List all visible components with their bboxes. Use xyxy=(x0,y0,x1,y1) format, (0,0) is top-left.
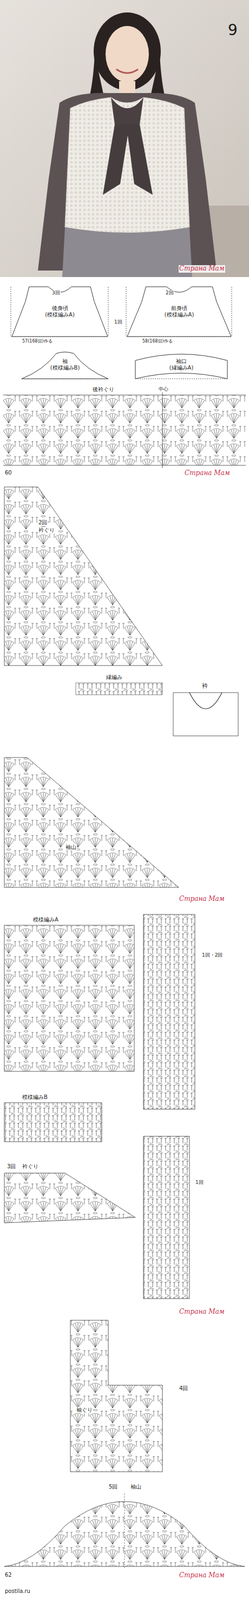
chart-label: 袖山 xyxy=(64,844,77,851)
chart-label: 縁編み xyxy=(105,674,123,681)
piece-name: 後身頃 xyxy=(51,305,69,313)
chart-label: 袖山 xyxy=(129,1484,142,1491)
stitch-name: (縁編みA) xyxy=(169,364,194,372)
chart-label: 袖ぐり xyxy=(75,1407,94,1414)
piece-name: 袖口 xyxy=(175,358,187,366)
chart-label: 3回 xyxy=(51,290,61,296)
chart-label: 模様編みA xyxy=(32,916,60,924)
watermark: Страна Мам xyxy=(178,265,226,273)
chart-label: 中心 xyxy=(158,386,169,392)
watermark: Страна Мам xyxy=(178,1308,226,1317)
chart-label: 衿ぐり xyxy=(21,1163,39,1171)
chart-label: postila.ru xyxy=(4,1588,31,1596)
pattern-number: 9 xyxy=(227,21,239,39)
chart-label: 3回 xyxy=(6,1163,17,1171)
chart-label: 62 xyxy=(4,1572,13,1579)
watermark: Страна Мам xyxy=(184,469,231,478)
garment-piece: 袖(模様編みB) xyxy=(21,350,109,379)
chart-label: 4回 xyxy=(178,1385,189,1393)
chart-label: 58(168目)作る xyxy=(141,338,174,344)
chart-label: 60 xyxy=(4,469,13,477)
chart-label: 衿 xyxy=(201,683,209,691)
chart-label: 5回 xyxy=(108,1484,119,1491)
chart-label: 1回 xyxy=(194,1180,205,1186)
stitch-name: (模様編みA) xyxy=(44,311,75,319)
chart-label: 2回 xyxy=(165,290,175,296)
chart-label: 1回・2回 xyxy=(201,952,224,959)
chart-label: 57(168目)作る xyxy=(21,338,54,344)
chart-label: 1回 xyxy=(113,319,123,325)
garment-piece: 前身頃(模様編みA) xyxy=(127,286,232,337)
watermark: Страна Мам xyxy=(178,895,226,904)
chart-label: 2回 xyxy=(37,519,48,527)
chart-label: 後衿ぐり xyxy=(92,386,115,393)
chart-label: 衿ぐり xyxy=(37,527,56,534)
stitch-name: (模様編みA) xyxy=(164,311,195,319)
stitch-name: (模様編みB) xyxy=(50,364,81,372)
piece-name: 袖 xyxy=(62,358,68,366)
chart-label: 模様編みB xyxy=(21,1094,49,1102)
watermark: Страна Мам xyxy=(178,1572,226,1581)
garment-piece: 袖口(縁編みA) xyxy=(135,350,228,379)
piece-name: 前身頃 xyxy=(171,305,188,313)
